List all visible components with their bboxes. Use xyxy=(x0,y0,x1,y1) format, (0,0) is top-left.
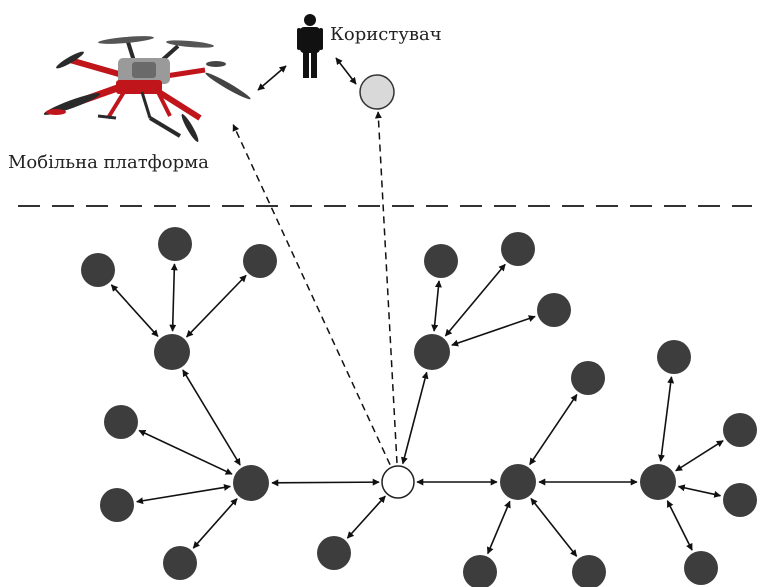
link-D-d2 xyxy=(487,500,511,555)
sensor-node xyxy=(317,536,351,570)
sensor-node xyxy=(500,464,536,500)
sensor-node xyxy=(572,555,606,587)
sensor-node xyxy=(154,334,190,370)
sensor-node xyxy=(104,405,138,439)
link-A-a3 xyxy=(192,498,238,549)
link-sink-s1 xyxy=(346,495,386,539)
link-A-a2 xyxy=(136,483,231,505)
link-user-relay xyxy=(335,57,357,85)
link-C-c2 xyxy=(444,263,506,337)
link-A-a1 xyxy=(138,429,233,475)
sensor-node xyxy=(723,413,757,447)
link-B-b1 xyxy=(110,284,159,337)
link-A-B xyxy=(182,369,241,466)
link-D-d3 xyxy=(530,497,578,557)
link-E-e3 xyxy=(677,484,722,498)
sensor-node xyxy=(233,465,269,501)
sensor-node xyxy=(501,232,535,266)
link-B-b2 xyxy=(169,263,178,332)
person-icon xyxy=(297,14,323,78)
link-E-e4 xyxy=(666,500,693,551)
sink-node xyxy=(381,465,415,499)
link-E-e2 xyxy=(675,440,724,472)
sensor-node xyxy=(243,244,277,278)
link-A-sink xyxy=(271,478,380,487)
network-nodes xyxy=(81,74,757,587)
link-sink-relay xyxy=(374,111,398,464)
sensor-node xyxy=(571,361,605,395)
relay-node xyxy=(359,74,395,110)
sensor-node xyxy=(463,555,497,587)
link-E-e1 xyxy=(657,376,675,462)
user-label: Користувач xyxy=(330,24,442,45)
sensor-node xyxy=(158,227,192,261)
drone-icon xyxy=(43,36,251,142)
link-B-b3 xyxy=(186,274,247,338)
link-sink-C xyxy=(401,371,429,465)
sensor-node xyxy=(414,334,450,370)
link-drone-user xyxy=(257,65,287,91)
sensor-node xyxy=(81,253,115,287)
sensor-node xyxy=(537,293,571,327)
sensor-node xyxy=(723,483,757,517)
link-C-c1 xyxy=(431,280,442,332)
link-sink-drone xyxy=(232,124,391,466)
sensor-node xyxy=(684,551,718,585)
sensor-node xyxy=(100,488,134,522)
link-D-d1 xyxy=(529,394,578,466)
sensor-node xyxy=(424,244,458,278)
network-edges xyxy=(110,57,724,557)
mobile-platform-label: Мобільна платформа xyxy=(8,152,209,173)
sensor-node xyxy=(163,546,197,580)
link-C-c3 xyxy=(451,315,536,347)
sensor-node xyxy=(657,340,691,374)
sensor-node xyxy=(640,464,676,500)
